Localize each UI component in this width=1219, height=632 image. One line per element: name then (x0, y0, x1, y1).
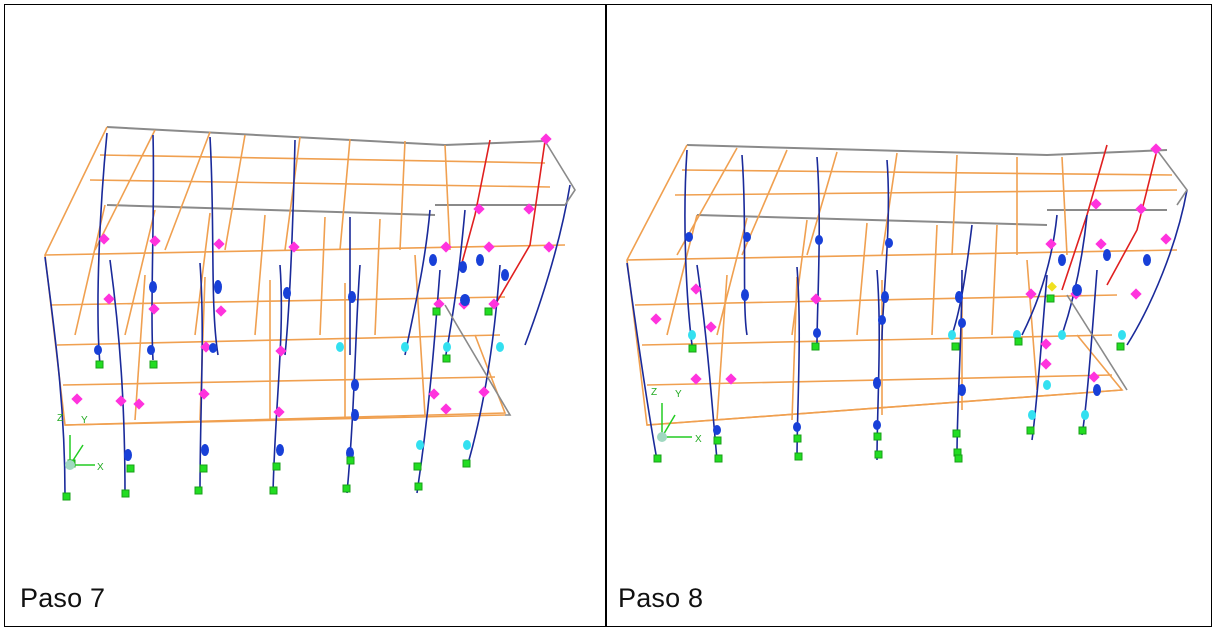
axis-y-label: Y (81, 415, 88, 426)
axis-x-label: X (97, 462, 104, 473)
axis-x-label: X (695, 434, 702, 445)
axis-triad-icon (657, 403, 692, 442)
structure-model-paso-7: X Y Z (44, 126, 576, 501)
panel-divider (605, 4, 607, 627)
panel-caption: Paso 7 (20, 583, 106, 613)
panel-paso-8: X Y Z Paso 8 (607, 5, 1207, 625)
structure-model-paso-8: X Y Z (626, 143, 1188, 463)
axis-y-label: Y (675, 389, 682, 400)
panel-caption: Paso 8 (618, 583, 704, 613)
axis-z-label: Z (57, 413, 63, 424)
axis-triad-icon (65, 435, 95, 470)
axis-z-label: Z (651, 387, 657, 398)
panel-paso-7: X Y Z Paso 7 (5, 5, 605, 625)
figure-frame (4, 4, 1212, 627)
